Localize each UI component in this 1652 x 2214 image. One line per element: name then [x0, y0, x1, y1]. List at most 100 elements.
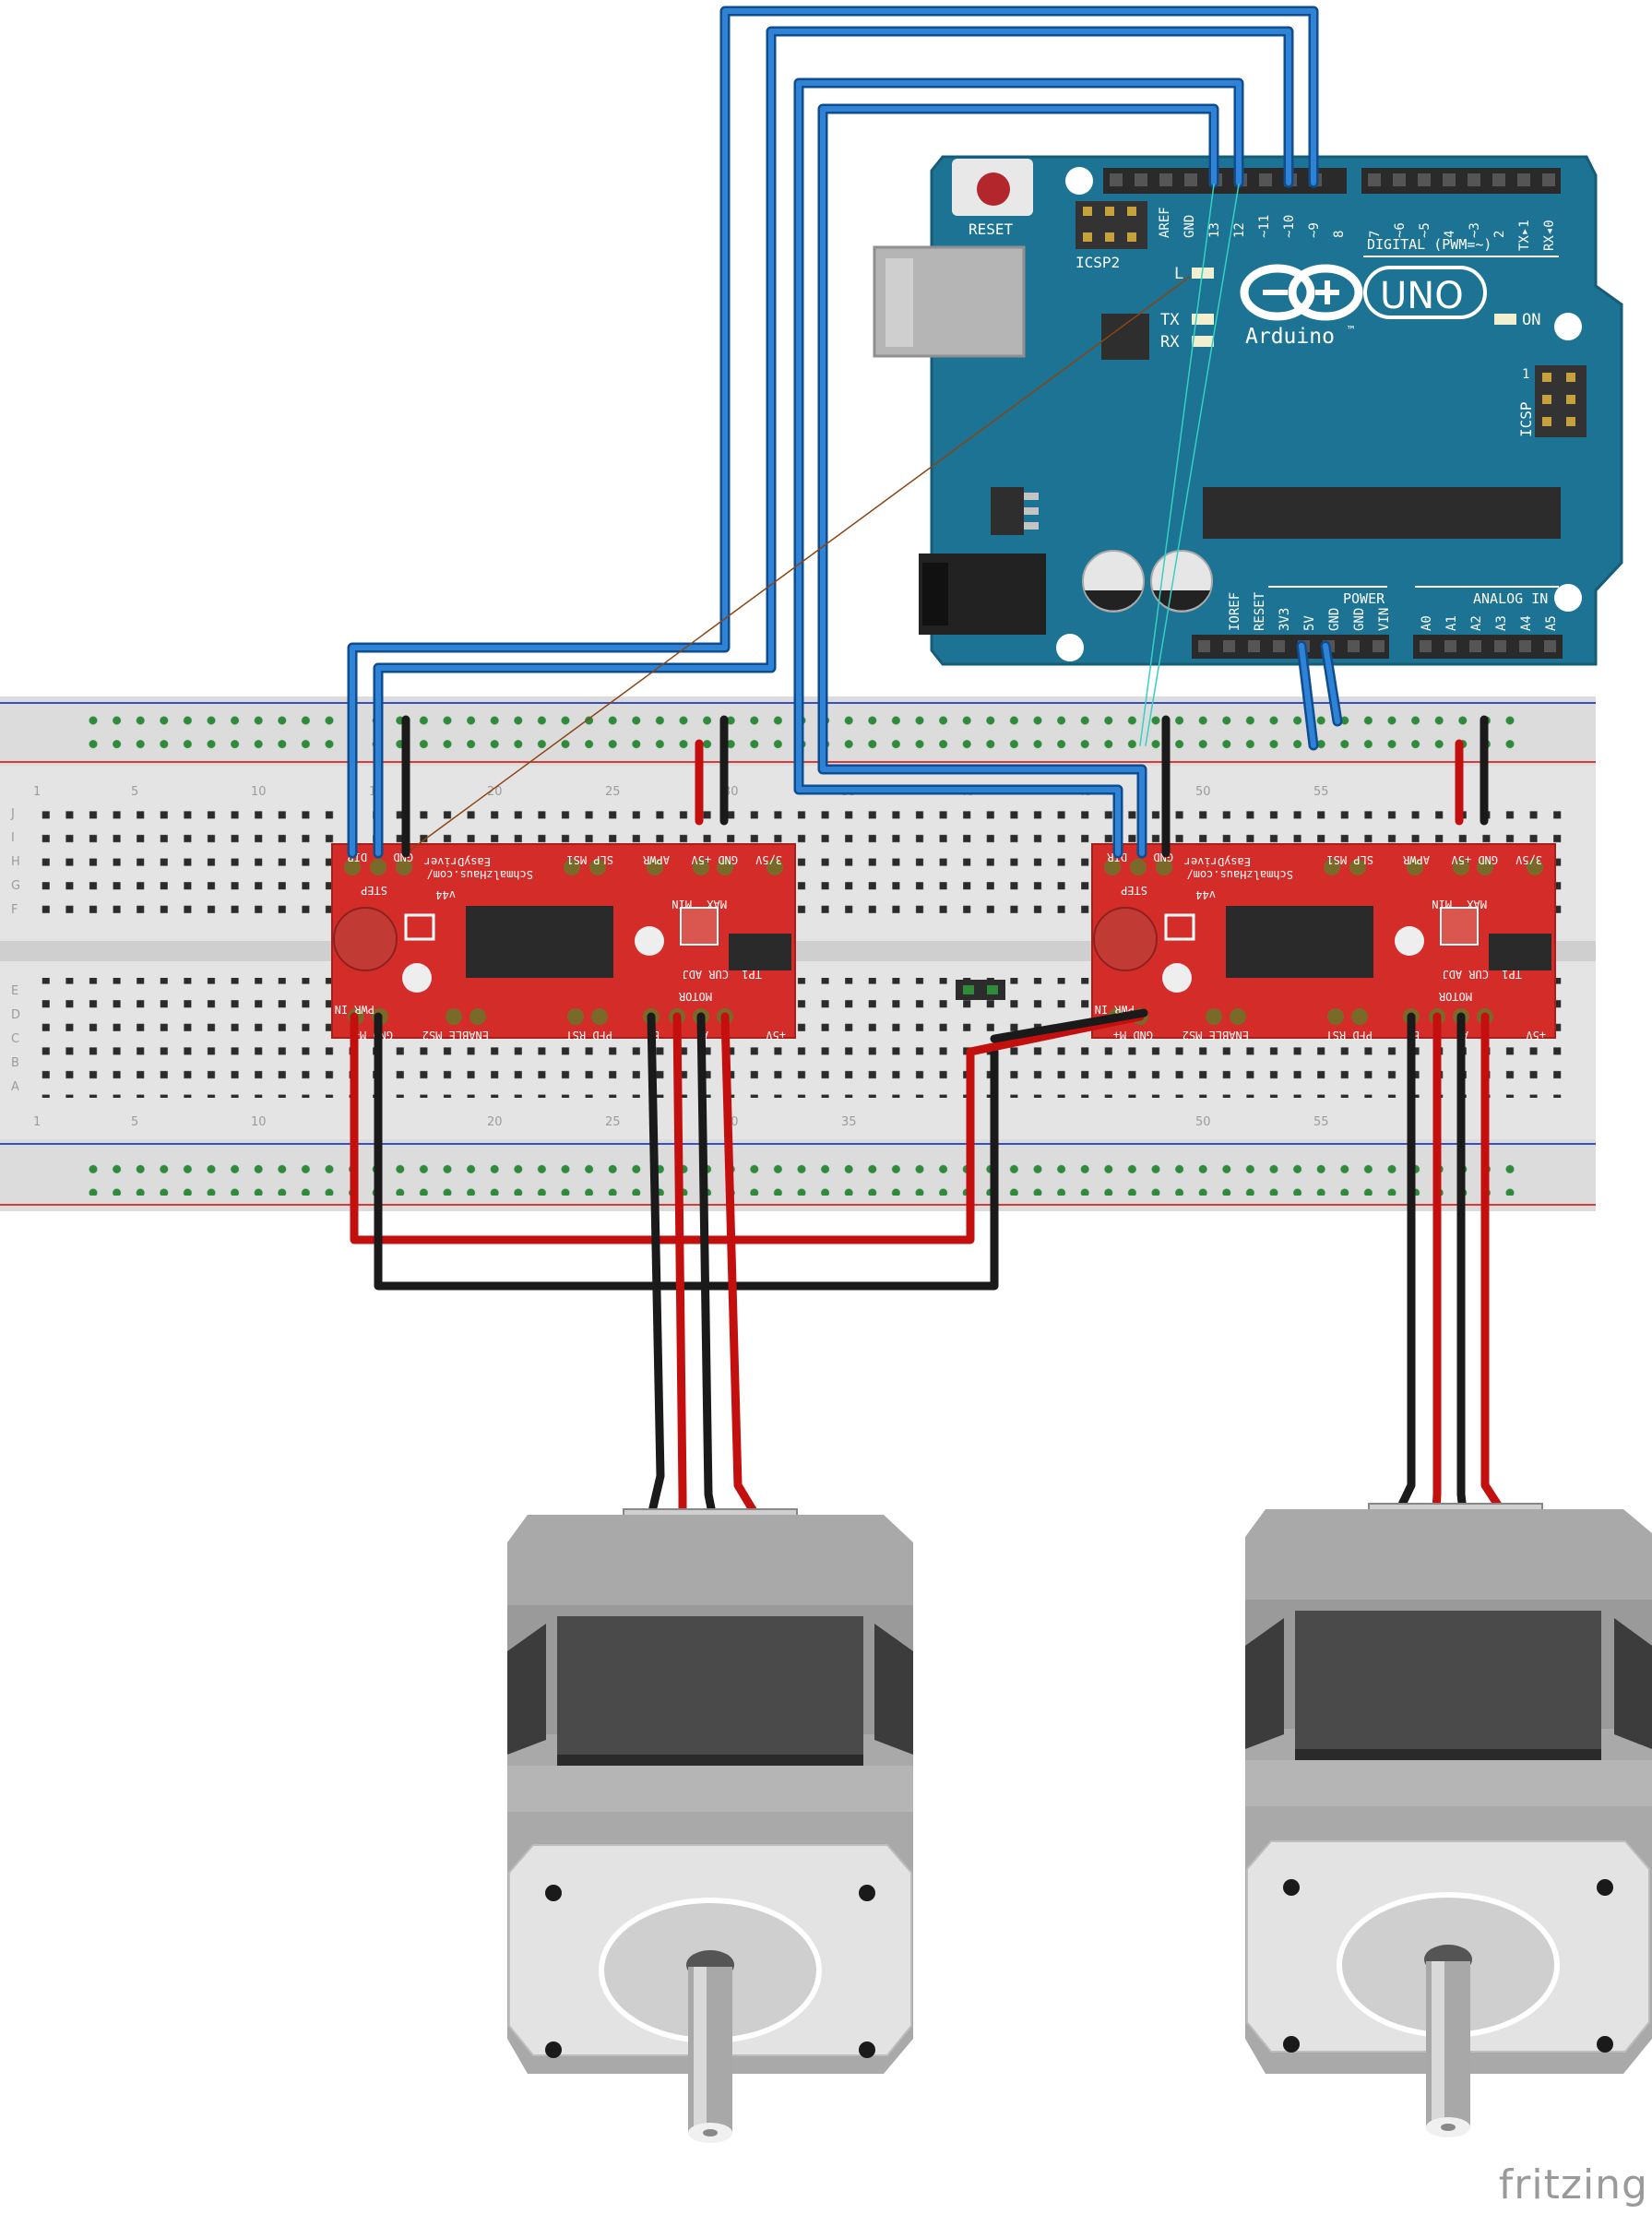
row-letter: G [11, 879, 20, 893]
row-letter: A [11, 1080, 19, 1094]
rail-jumpers[interactable] [401, 715, 1489, 858]
column-number: 25 [605, 785, 621, 799]
pin-label-a4: A4 [1519, 615, 1534, 631]
pin-label-vin: VIN [1377, 608, 1392, 631]
motor-label-area [557, 1616, 863, 1755]
label-apwr: APWR [642, 853, 670, 866]
icsp-label: ICSP [1517, 401, 1535, 437]
driver-brand: EasyDriver [424, 855, 491, 868]
pin-label-10: ~10 [1282, 215, 1297, 238]
label-pwr-in: PWR IN [335, 1003, 374, 1016]
label-motor: MOTOR [678, 990, 712, 1003]
motor-label-area [1295, 1611, 1601, 1749]
current-adjust-pot[interactable] [1440, 907, 1479, 946]
screw-hole [1283, 1879, 1300, 1896]
fritzing-watermark: fritzing [1498, 2161, 1648, 2208]
label-slp-ms1: SLP MS1 [1326, 853, 1373, 866]
pin-label-a1: A1 [1444, 615, 1459, 631]
pin-label-a3: A3 [1494, 615, 1509, 631]
pin-label-3v3: 3V3 [1278, 608, 1292, 631]
screw-hole [1597, 1879, 1613, 1896]
pin-label-gnd: GND [1352, 608, 1367, 631]
electrolytic-capacitor [1093, 907, 1158, 971]
inductor-symbol [404, 913, 435, 941]
label-step: STEP [1121, 884, 1147, 897]
thin-wire-cyan [1145, 184, 1240, 746]
signal-wires[interactable] [347, 6, 1343, 859]
column-number: 25 [605, 1115, 621, 1129]
power-wires[interactable] [350, 1008, 1148, 1291]
uno-label: UNO [1380, 275, 1464, 317]
column-number: 10 [251, 785, 267, 799]
electrolytic-capacitor [333, 907, 398, 971]
uno-badge [1363, 266, 1487, 319]
icsp-pin1: 1 [1522, 367, 1529, 382]
tp1-block [1489, 934, 1551, 970]
column-number: 5 [131, 785, 138, 799]
pin-label-2: 2 [1492, 231, 1507, 238]
label-5v: +5V [1526, 1029, 1546, 1042]
label-step: STEP [361, 884, 387, 897]
screw-hole [1283, 2036, 1300, 2053]
label-motor-b: B [653, 1029, 660, 1042]
column-number: 50 [1195, 785, 1211, 799]
inductor-symbol [1164, 913, 1195, 941]
mounting-hole [1554, 584, 1582, 612]
pin-label-12: 12 [1232, 222, 1247, 238]
label-cur-adj: CUR ADJ [1442, 968, 1489, 981]
icsp2-label: ICSP2 [1076, 254, 1120, 271]
label-motor: MOTOR [1438, 990, 1472, 1003]
current-adjust-pot[interactable] [680, 907, 719, 946]
arduino-tm: ™ [1348, 324, 1354, 337]
column-number: 1 [33, 785, 41, 799]
label-enable-ms2: ENABLE MS2 [422, 1029, 489, 1042]
reset-button-cap[interactable] [977, 173, 1010, 206]
screw-hole [1597, 2036, 1613, 2053]
pin-label-a0: A0 [1420, 615, 1434, 631]
pin-label-reset: RESET [1253, 591, 1267, 631]
row-letter: H [11, 855, 20, 869]
digital-label: DIGITAL (PWM=~) [1367, 236, 1492, 253]
column-number: 55 [1313, 1115, 1329, 1129]
pin-label-7: 7 [1368, 231, 1383, 238]
easydriver-left: EasyDriver SchmalzHaus.com/ v44 DIR STEP… [331, 843, 796, 1042]
row-letter: C [11, 1032, 19, 1046]
power-label: POWER [1343, 590, 1385, 607]
tp1-block [729, 934, 791, 970]
led-on-label: ON [1522, 311, 1540, 329]
row-letter: F [11, 903, 18, 917]
power-connector [956, 980, 1005, 1000]
label-max: MAX [707, 898, 727, 911]
pin-label-a5: A5 [1544, 615, 1559, 631]
label-cur-adj: CUR ADJ [682, 968, 729, 981]
led-tx [1192, 314, 1214, 325]
driver-version: v44 [435, 888, 456, 901]
voltage-regulator [991, 487, 1024, 535]
pin-label-aref: AREF [1158, 207, 1172, 238]
label-slp-ms1: SLP MS1 [566, 853, 613, 866]
column-number: 35 [841, 1115, 857, 1129]
label-gnd-m: GND M+ [353, 1029, 393, 1042]
label-motor-b: B [1413, 1029, 1420, 1042]
label-enable-ms2: ENABLE MS2 [1183, 1029, 1249, 1042]
pin-label-4: 4 [1443, 231, 1457, 238]
row-letter: D [11, 1008, 20, 1022]
stepper-motor-right [1245, 1503, 1652, 2137]
pin-label-ioref: IOREF [1228, 592, 1242, 631]
analog-header [1413, 635, 1563, 659]
column-number: 55 [1313, 785, 1329, 799]
pin-label-rx0: RX◂0 [1542, 220, 1557, 251]
label-min: MIN [671, 898, 692, 911]
label-3-5v: 3/5V [755, 853, 782, 866]
driver-version: v44 [1195, 888, 1216, 901]
led-l-label: L [1174, 265, 1183, 283]
column-number: 20 [487, 1115, 503, 1129]
label-gnd-5v: GND +5V [1451, 853, 1498, 866]
column-number: 20 [487, 785, 503, 799]
easydriver-right: EasyDriver SchmalzHaus.com/ v44 DIR STEP… [1091, 843, 1556, 1042]
driver-chip [466, 906, 613, 978]
led-on [1494, 314, 1516, 325]
thin-wire-cyan [1139, 184, 1215, 746]
column-number: 1 [33, 1115, 41, 1129]
label-min: MIN [1432, 898, 1452, 911]
